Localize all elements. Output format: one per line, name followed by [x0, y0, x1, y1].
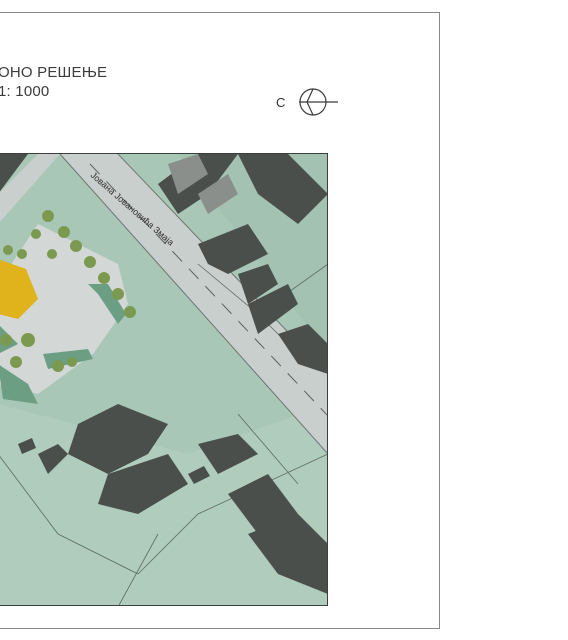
- north-arrow-icon: [299, 88, 338, 116]
- planter: [88, 284, 126, 324]
- pavilion: [0, 259, 38, 319]
- drawing-sheet: ОНО РЕШЕЊЕ 1: 1000 С Јована: [0, 12, 440, 629]
- buildings-secondary: [168, 154, 238, 214]
- plaza: [0, 224, 128, 394]
- north-letter: С: [276, 95, 286, 110]
- title-block: ОНО РЕШЕЊЕ 1: 1000: [0, 63, 107, 101]
- site-plan-drawing: Јована Јовановића Змаја: [0, 154, 327, 605]
- planter: [0, 365, 38, 404]
- trees: [0, 210, 136, 372]
- drawing-title: ОНО РЕШЕЊЕ: [0, 64, 108, 81]
- site-plan-map: Јована Јовановића Змаја: [0, 153, 328, 606]
- drawing-scale: 1: 1000: [0, 83, 50, 100]
- north-indicator: С: [276, 85, 346, 125]
